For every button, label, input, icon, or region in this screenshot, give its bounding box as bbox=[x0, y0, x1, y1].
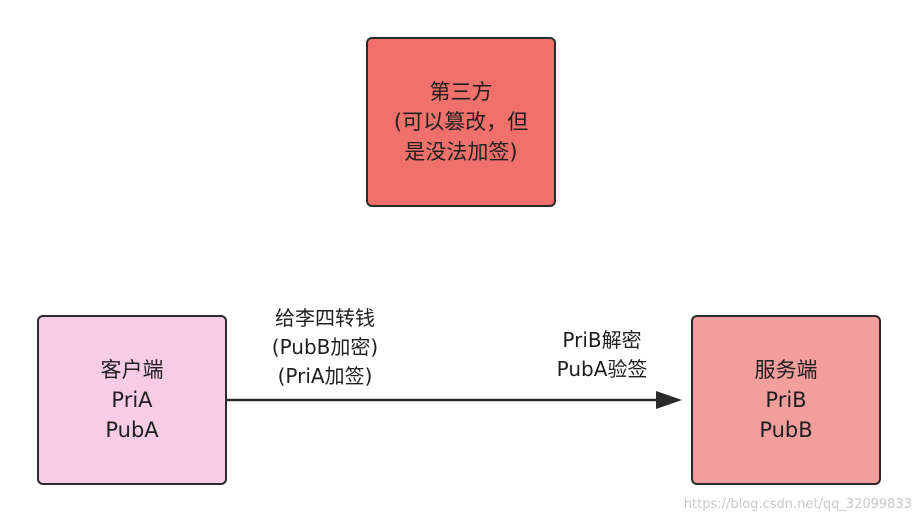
third-party-title: 第三方 bbox=[429, 80, 493, 104]
arrow-head bbox=[656, 391, 682, 409]
server-public-key: PubB bbox=[759, 418, 813, 442]
third-party-note-line2: 是没法加签) bbox=[404, 140, 518, 164]
edge-label-receive: PriB解密 PubA验签 bbox=[505, 326, 699, 384]
third-party-note-line1: (可以篡改，但 bbox=[393, 110, 529, 134]
edge-label-send-line3: (PriA加签) bbox=[277, 364, 373, 388]
edge-label-receive-line1: PriB解密 bbox=[562, 328, 642, 352]
third-party-node: 第三方 (可以篡改，但 是没法加签) bbox=[366, 37, 556, 207]
server-node: 服务端 PriB PubB bbox=[691, 315, 881, 485]
client-public-key: PubA bbox=[105, 418, 159, 442]
watermark: https://blog.csdn.net/qq_32099833 bbox=[683, 497, 912, 512]
server-private-key: PriB bbox=[765, 388, 807, 412]
client-private-key: PriA bbox=[111, 388, 153, 412]
edge-label-send-line2: (PubB加密) bbox=[271, 335, 379, 359]
edge-label-receive-line2: PubA验签 bbox=[556, 357, 648, 381]
edge-label-send-line1: 给李四转钱 bbox=[275, 306, 375, 330]
client-title: 客户端 bbox=[100, 358, 164, 382]
edge-label-send: 给李四转钱 (PubB加密) (PriA加签) bbox=[228, 304, 422, 391]
server-title: 服务端 bbox=[754, 358, 818, 382]
client-node: 客户端 PriA PubA bbox=[37, 315, 227, 485]
